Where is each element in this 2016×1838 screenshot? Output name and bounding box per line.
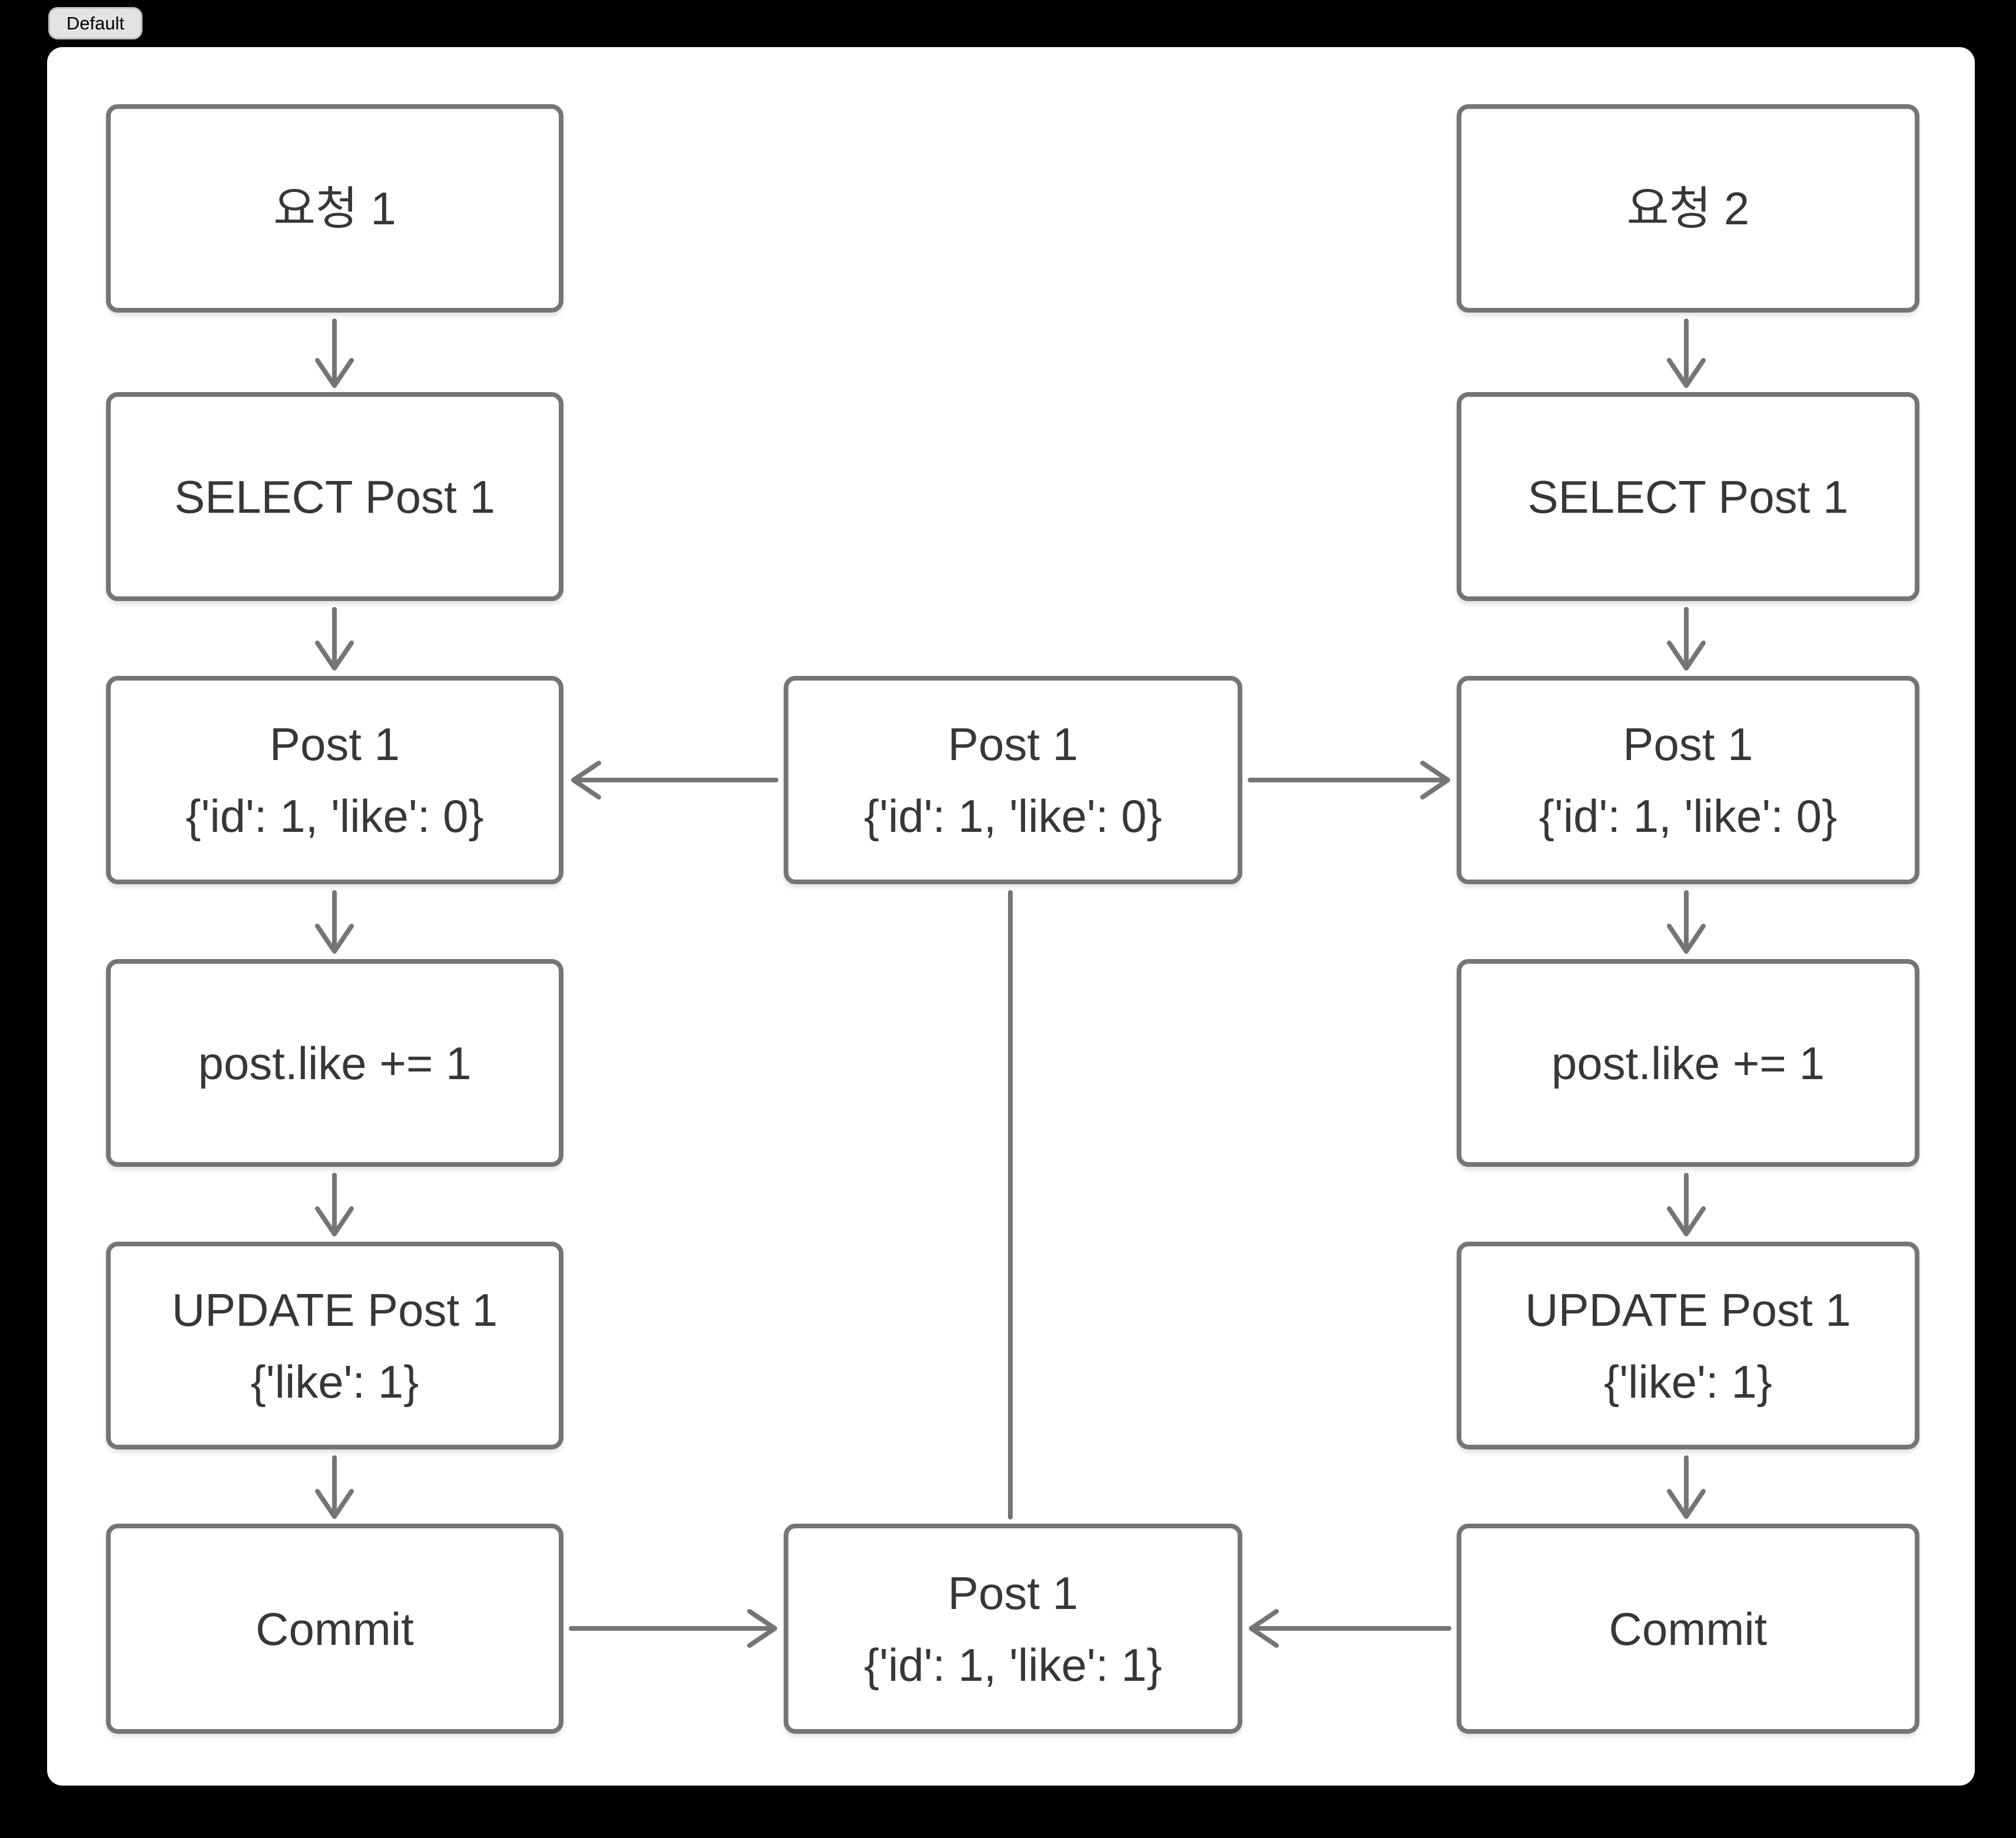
arrow-right-4	[1667, 1173, 1706, 1236]
arrow-left-1	[315, 319, 354, 388]
node-post-read-right: Post 1 {'id': 1, 'like': 0}	[1457, 676, 1919, 884]
arrow-right-3	[1667, 890, 1706, 954]
node-label: Commit	[1609, 1603, 1768, 1655]
node-sublabel: {'id': 1, 'like': 0}	[1538, 790, 1838, 842]
arrow-right-2	[1667, 607, 1706, 671]
node-commit-left: Commit	[106, 1524, 563, 1734]
arrow-left-4	[315, 1173, 354, 1236]
node-sublabel: {'like': 1}	[1604, 1355, 1772, 1408]
arrow-left-3	[315, 890, 354, 954]
node-commit-right: Commit	[1457, 1524, 1919, 1734]
node-post-read-left: Post 1 {'id': 1, 'like': 0}	[106, 676, 563, 884]
node-label: Post 1	[269, 718, 400, 770]
node-label: UPDATE Post 1	[171, 1283, 498, 1336]
node-label: post.like += 1	[1551, 1037, 1825, 1089]
node-select-right: SELECT Post 1	[1457, 392, 1919, 601]
arrow-db-to-right	[1248, 761, 1450, 799]
node-label: SELECT Post 1	[1527, 470, 1849, 523]
arrow-commit-right-to-db	[1249, 1609, 1451, 1648]
node-update-right: UPDATE Post 1 {'like': 1}	[1457, 1242, 1919, 1449]
node-increment-right: post.like += 1	[1457, 959, 1919, 1167]
node-label: UPDATE Post 1	[1525, 1283, 1851, 1336]
default-badge[interactable]: Default	[48, 7, 142, 39]
arrow-db-to-left	[571, 761, 778, 799]
arrow-left-5	[315, 1455, 354, 1519]
node-request-1: 요청 1	[106, 104, 563, 313]
node-request-2: 요청 2	[1457, 104, 1919, 313]
arrow-right-1	[1667, 319, 1706, 388]
node-select-left: SELECT Post 1	[106, 392, 563, 601]
default-badge-label: Default	[66, 12, 125, 34]
arrow-left-2	[315, 607, 354, 671]
node-label: post.like += 1	[198, 1037, 472, 1089]
arrow-right-5	[1667, 1455, 1706, 1519]
node-sublabel: {'like': 1}	[250, 1355, 419, 1408]
node-sublabel: {'id': 1, 'like': 0}	[864, 790, 1162, 842]
node-db-post-final: Post 1 {'id': 1, 'like': 1}	[784, 1524, 1242, 1734]
node-label: Post 1	[947, 1567, 1079, 1619]
node-update-left: UPDATE Post 1 {'like': 1}	[106, 1242, 563, 1449]
node-label: Post 1	[947, 718, 1079, 770]
node-increment-left: post.like += 1	[106, 959, 563, 1167]
node-label: SELECT Post 1	[174, 470, 495, 523]
node-label: 요청 2	[1626, 183, 1750, 234]
node-sublabel: {'id': 1, 'like': 0}	[185, 790, 484, 842]
node-label: Post 1	[1623, 718, 1753, 770]
node-db-post-initial: Post 1 {'id': 1, 'like': 0}	[784, 676, 1242, 884]
node-sublabel: {'id': 1, 'like': 1}	[864, 1638, 1162, 1691]
node-label: 요청 1	[273, 183, 396, 234]
node-label: Commit	[256, 1603, 414, 1655]
arrow-commit-left-to-db	[569, 1609, 777, 1648]
